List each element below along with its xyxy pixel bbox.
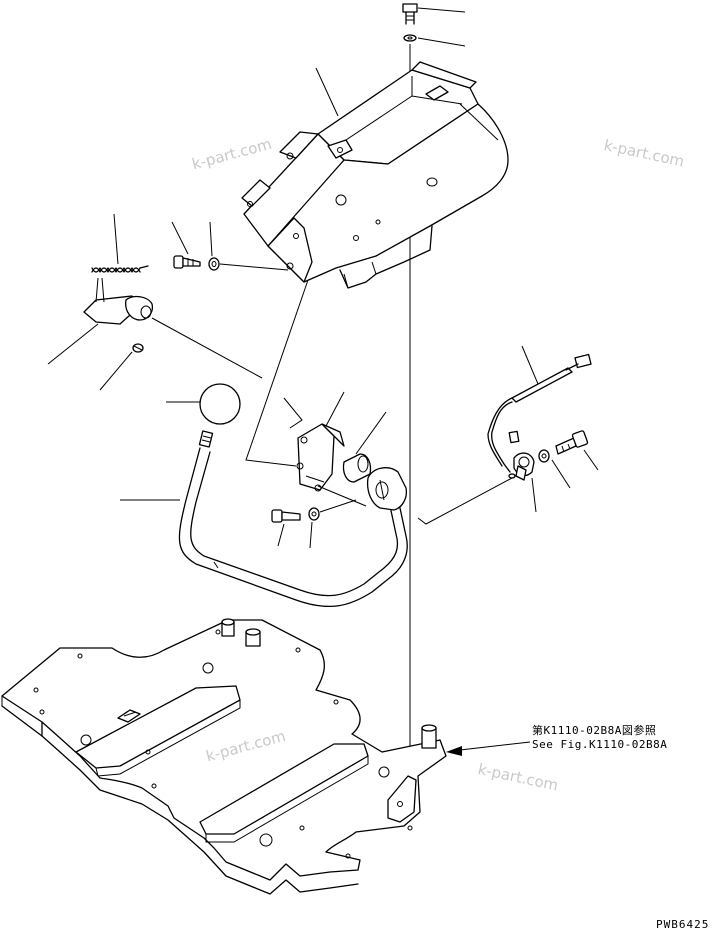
nut-small	[508, 473, 516, 479]
leader-line	[277, 523, 285, 547]
lever-rod	[178, 430, 408, 608]
reference-note-japanese: 第K1110-02B8A図参照	[532, 724, 657, 737]
leader-line	[99, 351, 133, 391]
leader-line	[319, 499, 357, 513]
top-washer	[403, 34, 417, 42]
drawing-code: PWB6425	[656, 918, 710, 931]
floor-plate	[1, 618, 447, 895]
boss	[245, 628, 261, 647]
leader-line	[551, 459, 571, 489]
wire-harness	[487, 353, 592, 473]
leader-line	[315, 67, 339, 117]
leader-line	[521, 345, 539, 385]
leader-line	[151, 317, 263, 379]
pin-small	[132, 343, 144, 353]
washer-center	[308, 507, 320, 521]
boss	[221, 618, 235, 637]
leader-line	[113, 213, 119, 265]
reference-note-english: See Fig.K1110-02B8A	[532, 738, 668, 751]
leader-line	[219, 263, 289, 271]
leader-line	[583, 449, 599, 471]
lever-pivot	[366, 467, 408, 511]
boss	[421, 724, 437, 749]
leader-line	[317, 485, 367, 507]
top-bolt	[402, 3, 418, 25]
bolt-small-left	[173, 255, 201, 269]
center-clamp	[296, 423, 345, 492]
bolt-center	[271, 509, 301, 523]
leader-line	[245, 279, 309, 467]
lever-bracket	[83, 277, 154, 325]
washer-right	[538, 449, 550, 463]
leader-line	[355, 411, 387, 455]
console-box	[241, 61, 509, 289]
bushing	[342, 453, 372, 483]
leader-line	[171, 221, 189, 255]
leader-line	[417, 477, 513, 525]
leader-line	[325, 391, 345, 427]
leader-line	[209, 221, 213, 257]
switch-sensor	[513, 452, 535, 481]
leader-line	[417, 37, 466, 47]
leader-line	[531, 477, 537, 513]
leader-line	[309, 521, 313, 549]
washer-small-left	[208, 257, 220, 271]
leader-line	[283, 397, 303, 429]
spring	[91, 265, 149, 273]
leader-line	[417, 7, 466, 13]
knob-ball	[199, 383, 241, 425]
reference-arrow	[446, 746, 462, 756]
bolt-right	[555, 430, 589, 455]
leader-line	[47, 323, 99, 365]
reference-leader	[459, 741, 531, 751]
